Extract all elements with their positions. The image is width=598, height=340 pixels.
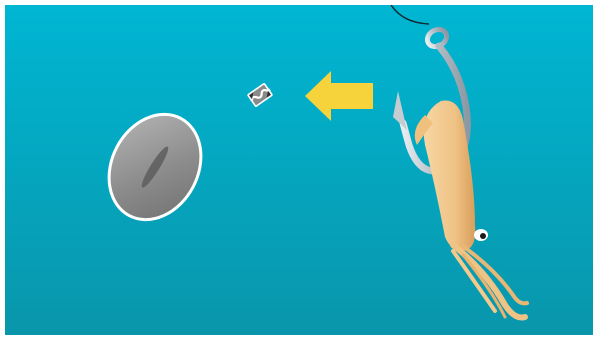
fishing-line <box>390 5 430 25</box>
disc-eye-icon[interactable] <box>91 98 219 235</box>
squid-lure-icon[interactable] <box>414 100 529 321</box>
arrow-left-icon <box>305 71 373 121</box>
water-background <box>5 5 593 335</box>
underwater-canvas <box>5 5 593 335</box>
razor-blade-icon[interactable] <box>247 83 273 107</box>
game-scene <box>5 5 593 335</box>
